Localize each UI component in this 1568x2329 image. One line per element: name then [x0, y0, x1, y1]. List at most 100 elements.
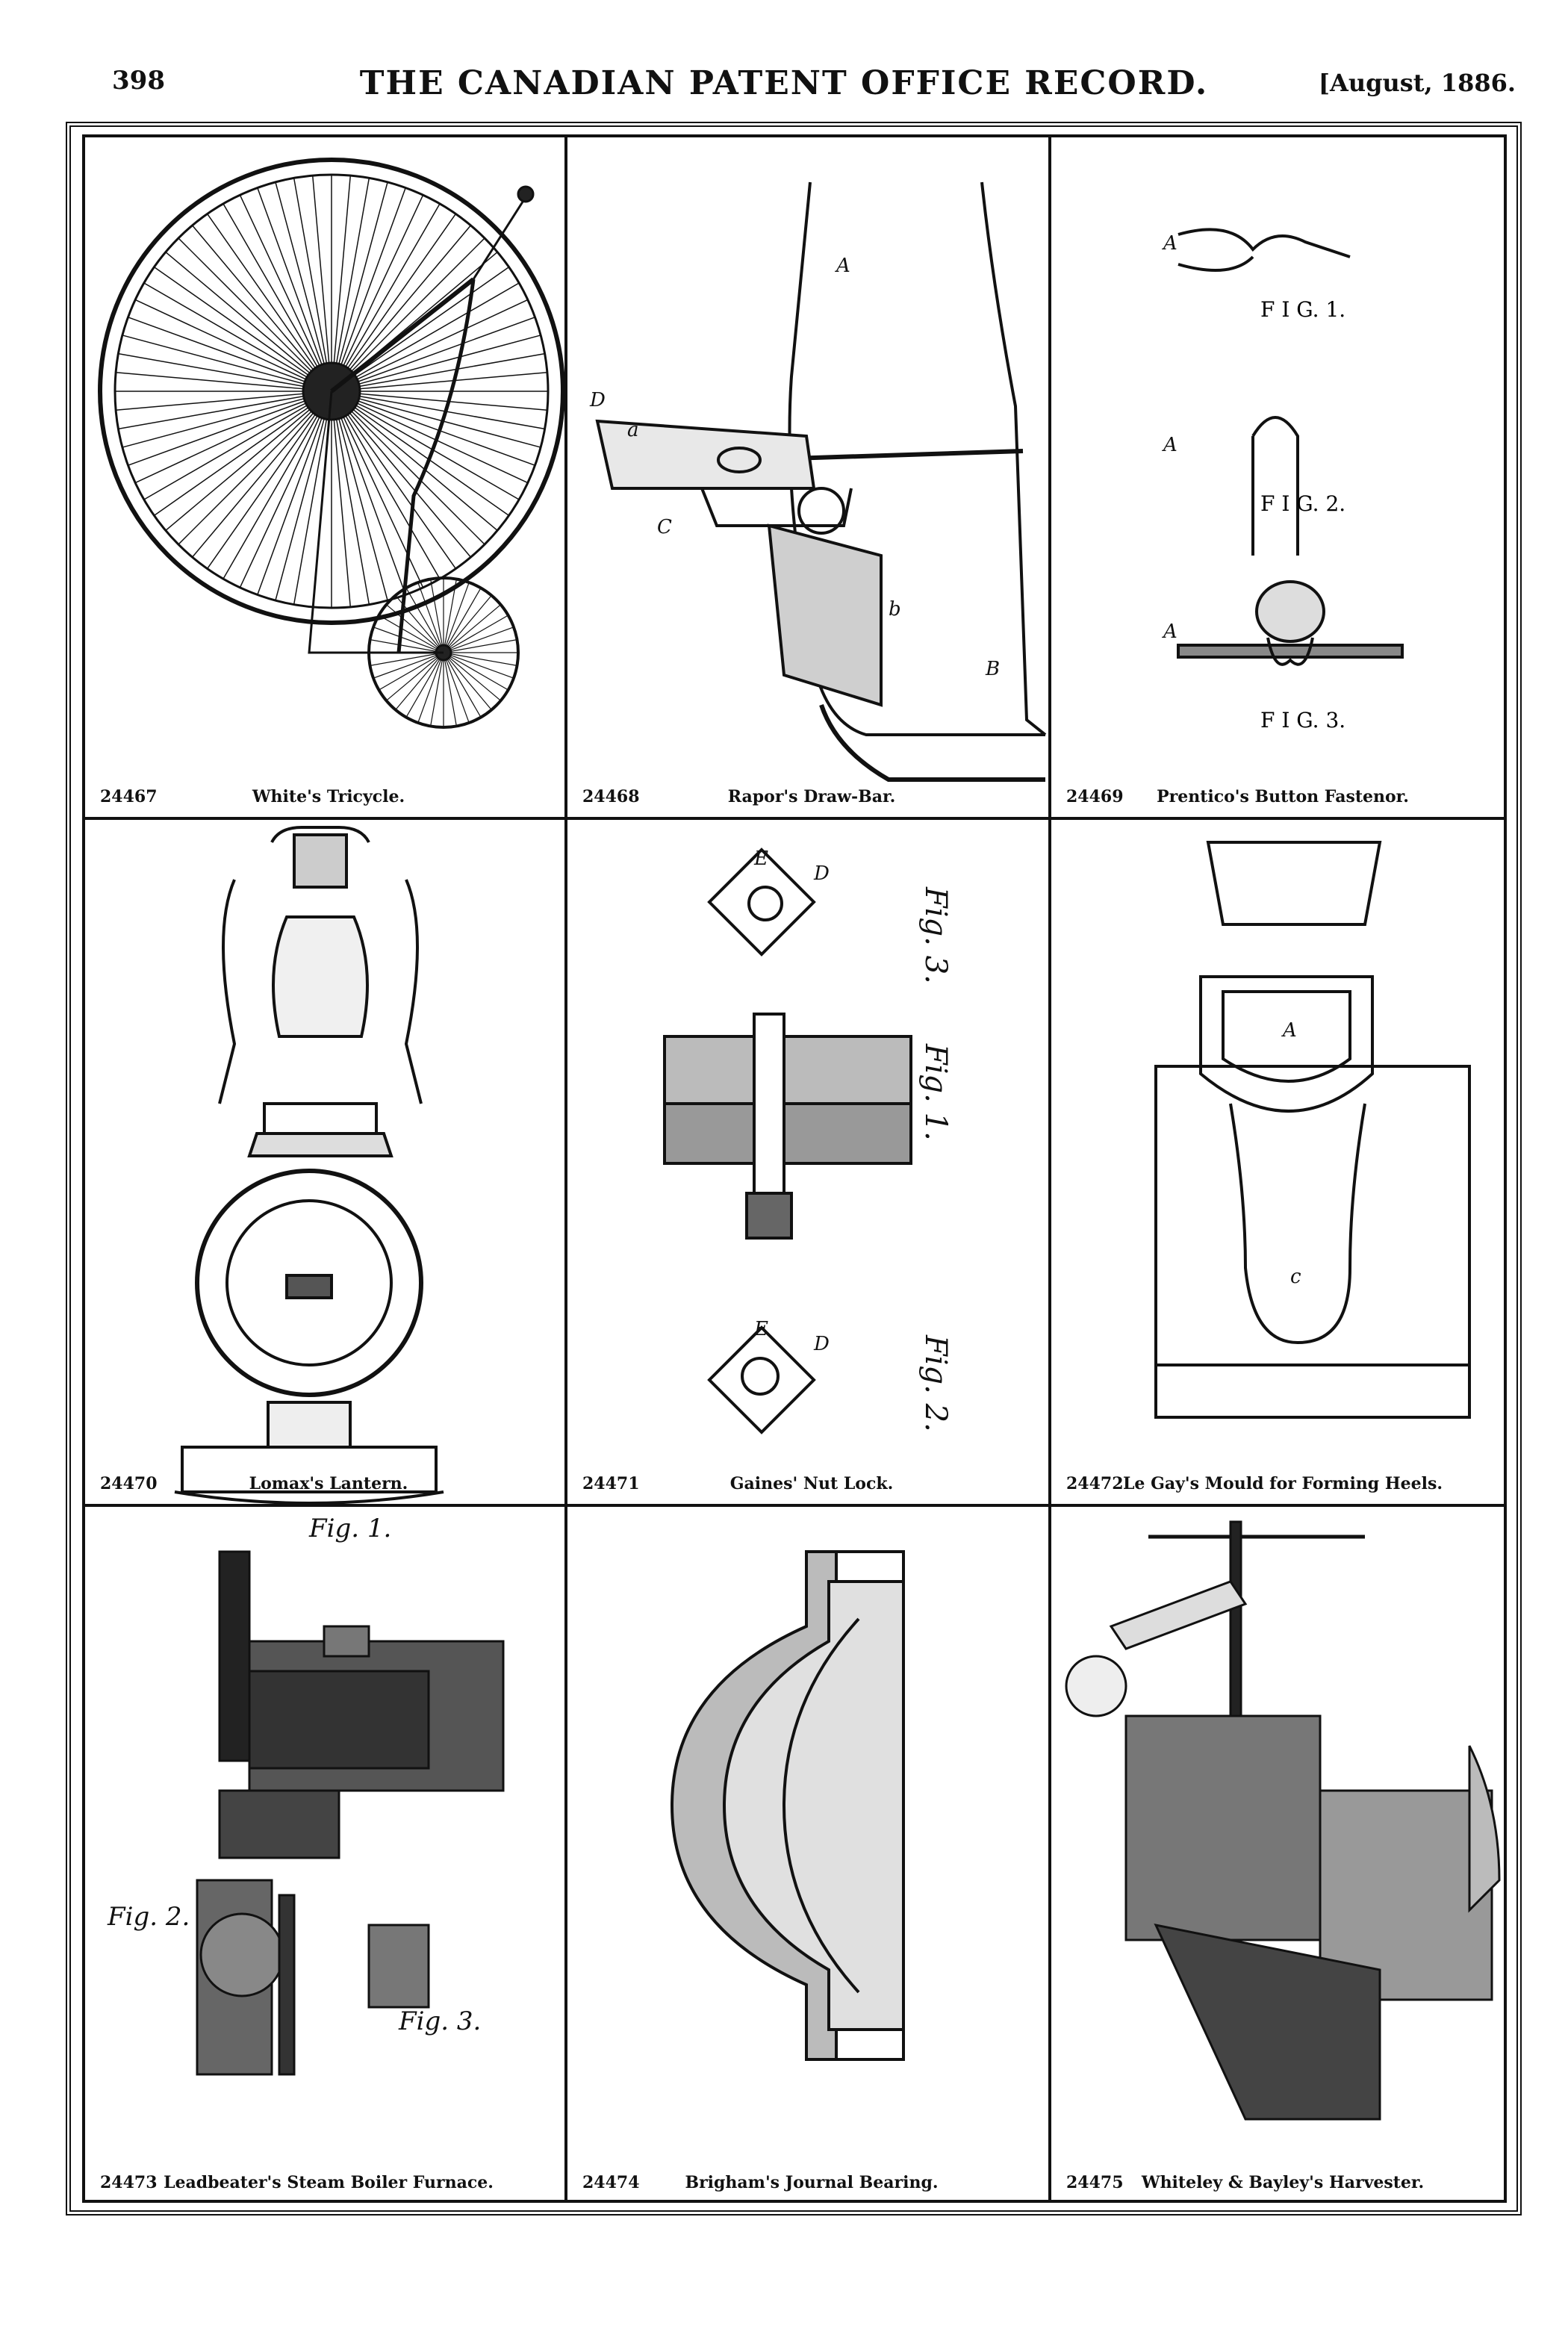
- patent-cell-journal-bearing: 24474 Brigham's Journal Bearing.: [567, 1507, 1048, 2203]
- wheel-spoke: [354, 267, 509, 376]
- fig-label: F I G. 3.: [1260, 708, 1345, 733]
- svg-text:A: A: [1281, 1019, 1297, 1042]
- patent-title: Lomax's Lantern.: [249, 1474, 408, 1493]
- patent-title: White's Tricycle.: [252, 787, 405, 806]
- wheel-spoke: [358, 398, 541, 448]
- wheel-spoke: [444, 579, 457, 646]
- svg-text:b: b: [889, 598, 901, 621]
- wheel-spoke: [450, 654, 514, 679]
- patent-number: 24472: [1066, 1474, 1124, 1493]
- wheel-spoke: [370, 653, 437, 666]
- fig-label: Fig. 1.: [308, 1514, 391, 1543]
- fig-label: Fig. 2.: [918, 1334, 953, 1432]
- grid-divider-horizontal-1: [82, 817, 1507, 820]
- wheel-spoke: [340, 417, 406, 595]
- wheel-spoke: [154, 407, 309, 516]
- lantern-illustration: [174, 826, 444, 1504]
- fig-label: F I G. 2.: [1260, 491, 1345, 516]
- wheel-spoke: [207, 214, 316, 369]
- wheel-spoke: [444, 659, 457, 727]
- wheel-spoke: [430, 659, 443, 727]
- wheel-spoke: [118, 352, 304, 388]
- patent-number: 24468: [582, 787, 640, 806]
- wheel-spoke: [340, 187, 406, 365]
- patent-number: 24471: [582, 1474, 640, 1493]
- wheel-spoke: [293, 419, 328, 605]
- wheel-spoke: [450, 653, 517, 666]
- patent-title: Leadbeater's Steam Boiler Furnace.: [164, 2173, 494, 2192]
- wheel-spoke: [293, 178, 328, 364]
- patent-caption: 24470 Lomax's Lantern.: [100, 1464, 557, 1493]
- patent-cell-button-fastener: A A A F I G. 1. F I G. 2. F I G. 3. 2446…: [1051, 137, 1507, 817]
- wheel-spoke: [143, 405, 308, 500]
- fig-label: Fig. 3.: [398, 2006, 481, 2036]
- svg-text:E: E: [753, 1318, 768, 1340]
- patent-title: Rapor's Draw-Bar.: [727, 787, 896, 806]
- wheel-spoke: [359, 393, 547, 411]
- wheel-spoke: [116, 371, 304, 390]
- svg-text:c: c: [1290, 1266, 1301, 1288]
- patent-title: Whiteley & Bayley's Harvester.: [1141, 2173, 1425, 2192]
- wheel-spoke: [345, 415, 441, 579]
- outer-frame: [66, 122, 1522, 2215]
- nut-lock-illustration: E D E D Fig. 3. Fig. 1. Fig. 2.: [663, 848, 953, 1434]
- patent-number: 24470: [100, 1474, 158, 1493]
- wheel-spoke: [447, 588, 482, 647]
- wheel-spoke: [335, 419, 370, 605]
- svg-text:E: E: [753, 848, 768, 870]
- issue-date: [August, 1886.: [1318, 69, 1516, 97]
- wheel-spoke: [379, 615, 438, 650]
- wheel-spoke: [355, 405, 520, 500]
- wheel-spoke: [178, 411, 312, 545]
- wheel-spoke: [345, 203, 441, 367]
- wheel-spoke: [207, 414, 316, 569]
- heel-mould-illustration: A c: [1154, 841, 1471, 1419]
- wheel-spoke: [338, 181, 388, 364]
- svg-text:a: a: [627, 419, 639, 441]
- journal-title: THE CANADIAN PATENT OFFICE RECORD.: [359, 64, 1209, 102]
- svg-text:D: D: [813, 1333, 830, 1355]
- boiler-furnace-illustration: Fig. 1. Fig. 2. Fig. 3.: [107, 1514, 505, 2076]
- wheel-spoke: [154, 267, 309, 376]
- wheel-spoke: [351, 237, 485, 372]
- wheel-spoke: [349, 412, 471, 558]
- wheel-spoke: [192, 225, 314, 370]
- plate-border: [82, 134, 1507, 2203]
- patent-number: 24467: [100, 787, 158, 806]
- svg-text:D: D: [813, 862, 830, 885]
- patent-caption: 24472 Le Gay's Mould for Forming Heels.: [1066, 1464, 1499, 1493]
- wheel-spoke: [386, 656, 438, 701]
- wheel-spoke: [447, 595, 492, 647]
- wheel-spoke: [449, 656, 501, 701]
- wheel-spoke: [379, 656, 438, 691]
- wheel-spoke: [143, 282, 308, 378]
- patent-caption: 24469 Prentico's Button Fastenor.: [1066, 777, 1499, 806]
- wheel-spoke: [333, 419, 352, 607]
- wheel-spoke: [373, 626, 437, 651]
- wheel-spoke: [447, 659, 482, 718]
- svg-text:B: B: [985, 658, 1000, 680]
- wheel-spoke: [449, 615, 508, 650]
- wheel-spoke: [165, 252, 311, 374]
- svg-text:A: A: [1162, 434, 1177, 456]
- wheel-spoke: [343, 194, 424, 366]
- svg-text:A: A: [1162, 232, 1177, 255]
- patent-cell-nut-lock: E D E D Fig. 3. Fig. 1. Fig. 2. 24471 Ga…: [567, 820, 1048, 1504]
- patent-cell-harvester: 24475 Whiteley & Bayley's Harvester.: [1051, 1507, 1507, 2203]
- wheel-spoke: [395, 658, 440, 710]
- wheel-spoke: [449, 604, 501, 649]
- wheel-spoke: [450, 639, 517, 652]
- wheel-spoke: [128, 317, 305, 382]
- wheel-spoke: [122, 335, 305, 385]
- wheel-spoke: [354, 407, 509, 516]
- patent-caption: 24471 Gaines' Nut Lock.: [582, 1464, 1041, 1493]
- harvester-illustration: [1065, 1520, 1501, 2121]
- wheel-spoke: [134, 402, 306, 484]
- svg-text:C: C: [657, 516, 672, 538]
- patent-caption: 24474 Brigham's Journal Bearing.: [582, 2162, 1041, 2192]
- wheel-spoke: [373, 654, 437, 679]
- page-number: 398: [112, 66, 165, 96]
- wheel-spoke: [192, 412, 314, 558]
- patent-cell-tricycle: 24467 White's Tricycle.: [85, 137, 564, 817]
- wheel-spoke: [335, 178, 370, 364]
